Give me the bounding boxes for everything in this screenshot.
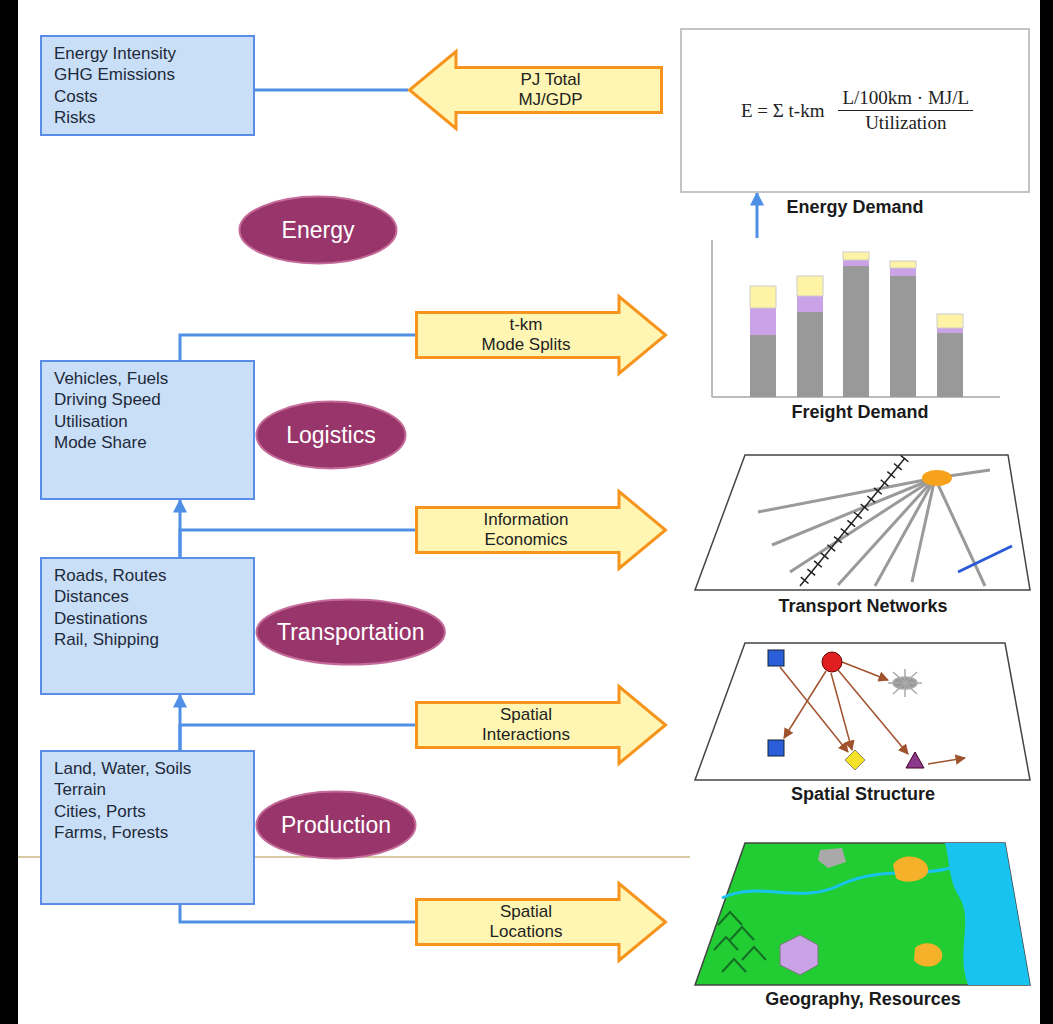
layer-name: Logistics	[286, 422, 375, 449]
connector	[179, 695, 182, 750]
panel-caption: Freight Demand	[685, 402, 1035, 423]
connector	[756, 193, 759, 238]
ellipse-outline	[240, 197, 397, 264]
freight-chart	[712, 240, 1000, 397]
box-text: GHG Emissions	[54, 64, 241, 85]
layer-ellipse: Energy	[238, 195, 398, 265]
arrow-label: PJ Total	[520, 70, 580, 90]
arrow-label: Spatial Interactions	[471, 705, 581, 744]
panel-caption: Transport Networks	[683, 596, 1043, 617]
illustration-panel: Geography, Resources	[693, 840, 1033, 985]
flow-arrow: InformationEconomics	[415, 490, 667, 570]
box-text: Energy Intensity	[54, 43, 241, 64]
connector	[180, 335, 415, 360]
formula-frame: E = Σ t-km L/100km · MJ/LUtilization	[680, 28, 1030, 193]
arrow-label: Mode Splits	[482, 335, 571, 355]
geography-map	[695, 843, 1030, 985]
flow-arrow: Spatial Locations	[415, 882, 667, 962]
layer-ellipse: Transportation	[255, 598, 446, 666]
illustration-panel: Transport Networks	[693, 452, 1033, 592]
arrow-label: Economics	[484, 530, 567, 550]
flow-arrow: t-kmMode Splits	[415, 295, 667, 375]
arrow-outline	[417, 884, 666, 961]
parameter-box: Roads, RoutesDistancesDestinationsRail, …	[40, 557, 255, 695]
layer-name: Energy	[282, 217, 355, 244]
parameter-box: Vehicles, FuelsDriving SpeedUtilisationM…	[40, 360, 255, 500]
spatial-structure-map	[695, 643, 1030, 780]
connector	[180, 725, 415, 750]
box-text: Destinations	[54, 608, 241, 629]
box-text: Mode Share	[54, 432, 241, 453]
ellipse-outline	[257, 600, 445, 665]
parameter-box: Land, Water, SoilsTerrainCities, PortsFa…	[40, 750, 255, 905]
panel-caption: Energy Demand	[670, 197, 1040, 218]
flow-arrow: PJ TotalMJ/GDP	[408, 50, 663, 130]
box-text: Driving Speed	[54, 389, 241, 410]
illustration-panel: Freight Demand	[695, 238, 1025, 398]
box-text: Roads, Routes	[54, 565, 241, 586]
panel-caption: Geography, Resources	[683, 989, 1043, 1010]
parameter-box: Energy IntensityGHG EmissionsCostsRisks	[40, 35, 255, 136]
arrow-label: Spatial Locations	[476, 902, 576, 941]
box-text: Utilisation	[54, 411, 241, 432]
box-text: Cities, Ports	[54, 801, 241, 822]
arrow-label: Information	[483, 510, 568, 530]
box-text: Risks	[54, 107, 241, 128]
arrow-outline	[417, 492, 666, 569]
connector	[180, 530, 415, 557]
box-text: Vehicles, Fuels	[54, 368, 241, 389]
ellipse-outline	[257, 792, 416, 859]
formula-term: E = Σ t-km	[737, 99, 829, 123]
box-text: Terrain	[54, 779, 241, 800]
formula-term: Utilization	[861, 111, 950, 135]
flow-arrow: Spatial Interactions	[415, 685, 667, 765]
box-text: Rail, Shipping	[54, 629, 241, 650]
slide-panel	[18, 0, 1040, 1024]
connector	[255, 89, 408, 92]
box-text: Distances	[54, 586, 241, 607]
formula-box: E = Σ t-kmL/100km · MJ/LUtilizationEnerg…	[680, 28, 1030, 193]
box-text: Farms, Forests	[54, 822, 241, 843]
panel-caption: Spatial Structure	[683, 784, 1043, 805]
box-text: Costs	[54, 86, 241, 107]
illustration-panel: Spatial Structure	[693, 640, 1033, 780]
layer-name: Production	[281, 812, 391, 839]
arrow-outline	[410, 52, 662, 129]
arrow-label: t-km	[509, 315, 542, 335]
layer-ellipse: Production	[255, 790, 417, 860]
connector	[180, 905, 415, 922]
formula-term: L/100km · MJ/L	[838, 86, 973, 111]
arrow-outline	[417, 687, 666, 764]
ellipse-outline	[257, 402, 406, 469]
box-text: Land, Water, Soils	[54, 758, 241, 779]
network-map	[695, 455, 1030, 590]
connector	[179, 500, 182, 557]
layer-ellipse: Logistics	[255, 400, 407, 470]
arrow-outline	[417, 297, 666, 374]
layer-name: Transportation	[277, 619, 424, 646]
arrow-label: MJ/GDP	[518, 90, 582, 110]
